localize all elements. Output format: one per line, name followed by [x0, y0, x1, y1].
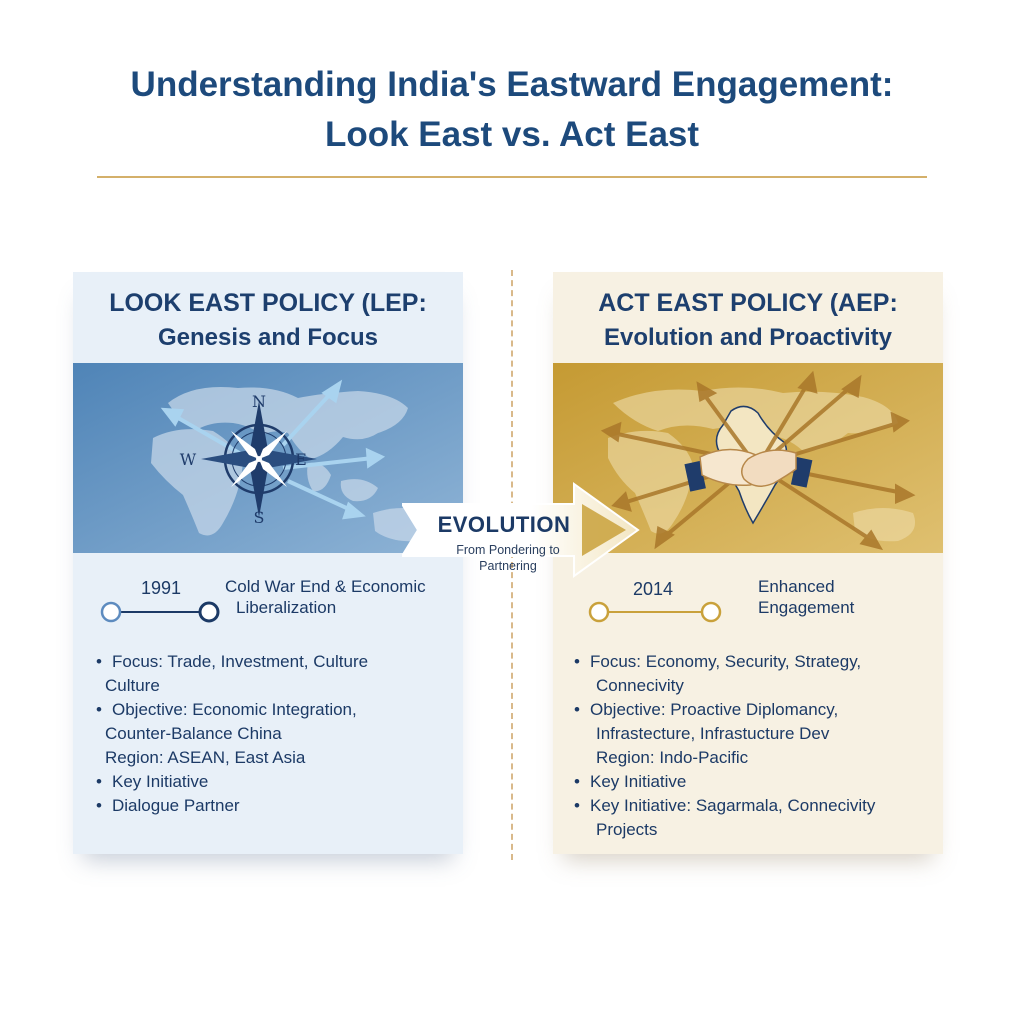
- continents-shapes: [151, 387, 436, 542]
- act-east-subtitle: Evolution and Proactivity: [603, 324, 893, 351]
- bullet-text: Key Initiative: Sagarmala, Connecivity: [590, 796, 876, 815]
- look-east-card: LOOK EAST POLICY (LEP: Genesis and Focus: [73, 272, 463, 854]
- bullet-item: Focus: Economy, Security, Strategy,: [574, 650, 927, 674]
- bullet-text: Region: Indo-Pacific: [596, 748, 749, 767]
- act-east-timeline-label-2: Engagement: [758, 598, 855, 617]
- bullet-item: Key Initiative: [96, 770, 449, 794]
- compass-s: S: [254, 508, 265, 527]
- world-map-compass-illustration: N S E W: [73, 363, 463, 553]
- compass-icon: [201, 401, 317, 517]
- bullet-text: Connecivity: [596, 676, 684, 695]
- evolution-arrow-icon: [402, 482, 640, 578]
- act-east-title: ACT EAST POLICY (AEP:: [598, 289, 898, 317]
- bullet-text: Key Initiative: [112, 772, 209, 791]
- bullet-item: Objective: Proactive Diplomancy,: [574, 698, 927, 722]
- evolution-subtitle: From Pondering to Partnering: [438, 542, 578, 574]
- bullet-item: Key Initiative: [574, 770, 927, 794]
- bullet-text: Region: ASEAN, East Asia: [105, 748, 306, 767]
- bullet-item: Culture: [99, 674, 449, 698]
- bullet-item: Projects: [577, 818, 927, 842]
- act-east-card: ACT EAST POLICY (AEP: Evolution and Proa…: [553, 272, 943, 854]
- direction-arrows: [160, 379, 386, 520]
- bullet-text: Culture: [105, 676, 160, 695]
- act-east-timeline-label-1: Enhanced: [758, 577, 835, 596]
- evolution-title: EVOLUTION: [437, 512, 571, 537]
- bullet-text: Focus: Economy, Security, Strategy,: [590, 652, 862, 671]
- look-east-year: 1991: [141, 578, 182, 598]
- bullet-text: Projects: [596, 820, 658, 839]
- look-east-timeline-bar: [100, 601, 220, 623]
- look-east-timeline-label-1: Cold War End & Economic: [225, 577, 426, 596]
- bullet-item: Region: Indo-Pacific: [577, 746, 927, 770]
- bullet-text: Focus: Trade, Investment, Culture: [112, 652, 369, 671]
- bullet-text: Objective: Economic Integration,: [112, 700, 357, 719]
- look-east-subtitle: Genesis and Focus: [157, 324, 379, 351]
- bullet-item: Dialogue Partner: [96, 794, 449, 818]
- bullet-item: Connecivity: [577, 674, 927, 698]
- title-divider-rule: [97, 176, 927, 178]
- bullet-item: Key Initiative: Sagarmala, Connecivity: [574, 794, 927, 818]
- look-east-title: LOOK EAST POLICY (LEP:: [109, 289, 427, 317]
- bullet-item: Objective: Economic Integration,: [96, 698, 449, 722]
- bullet-text: Key Initiative: [590, 772, 687, 791]
- compass-n: N: [252, 392, 266, 411]
- bullet-item: Focus: Trade, Investment, Culture: [96, 650, 449, 674]
- bullet-text: Infrastecture, Infrastucture Dev: [596, 724, 830, 743]
- look-east-timeline-label-2: Liberalization: [236, 598, 337, 617]
- look-east-map-banner: N S E W: [73, 363, 463, 553]
- compass-e: E: [295, 450, 307, 469]
- act-east-year: 2014: [633, 579, 674, 599]
- act-east-bullets: Focus: Economy, Security, Strategy, Conne…: [574, 650, 927, 842]
- bullet-text: Counter-Balance China: [105, 724, 282, 743]
- act-east-timeline-bar: [588, 601, 722, 623]
- bullet-item: Infrastecture, Infrastucture Dev: [577, 722, 927, 746]
- bullet-text: Dialogue Partner: [112, 796, 240, 815]
- evolution-subtitle-line1: From Pondering to: [456, 543, 560, 557]
- evolution-subtitle-line2: Partnering: [479, 559, 537, 573]
- bullet-text: Objective: Proactive Diplomancy,: [590, 700, 839, 719]
- bullet-item: Region: ASEAN, East Asia: [99, 746, 449, 770]
- look-east-bullets: Focus: Trade, Investment, CultureCulture…: [96, 650, 449, 818]
- bullet-item: Counter-Balance China: [99, 722, 449, 746]
- center-dashed-divider: [511, 270, 513, 860]
- page-title-line1: Understanding India's Eastward Engagemen…: [130, 65, 894, 104]
- compass-w: W: [180, 450, 197, 469]
- handshake-icon: [684, 448, 813, 492]
- page-title-line2: Look East vs. Act East: [324, 115, 700, 154]
